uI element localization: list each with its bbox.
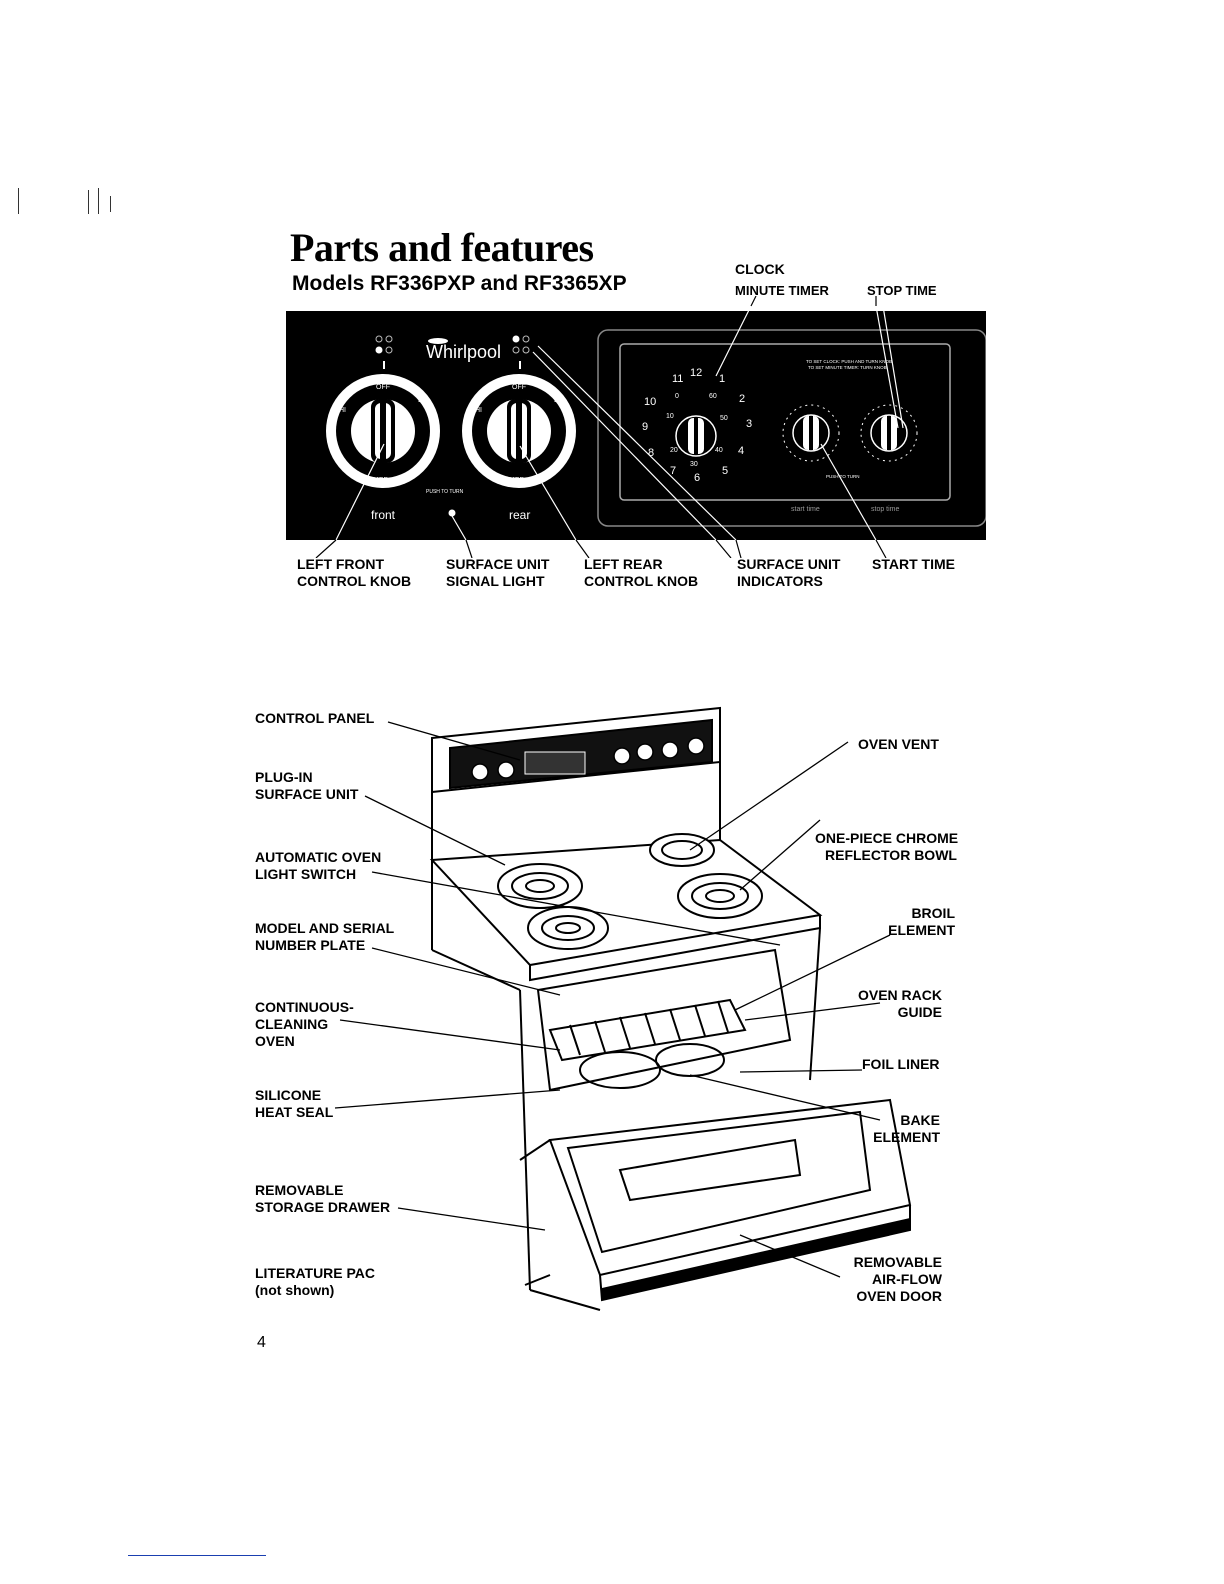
knob-lo-label: LO (554, 397, 564, 404)
scan-mark (110, 196, 111, 212)
timer-40: 40 (715, 447, 723, 454)
knob-off-label: OFF (512, 384, 526, 391)
clock-hour-1: 1 (719, 373, 725, 385)
range-illustration (429, 706, 912, 1311)
surface-unit-signal-light (448, 509, 456, 517)
callout-start-time: START TIME (872, 556, 955, 572)
push-to-turn-small: PUSH TO TURN (826, 474, 860, 479)
scan-mark (98, 188, 99, 214)
clock-hour-6: 6 (694, 472, 700, 484)
stop-time-dial (860, 404, 918, 462)
callout-clock: CLOCK (735, 261, 785, 277)
footer-rule (128, 1555, 266, 1556)
clock-hour-4: 4 (738, 445, 744, 457)
page-number: 4 (257, 1334, 266, 1351)
clock-hour-10: 10 (644, 396, 656, 408)
rear-label: rear (509, 508, 530, 522)
callout-literature-pac: LITERATURE PAC(not shown) (255, 1265, 376, 1298)
callout-foil-liner: FOIL LINER (862, 1056, 940, 1072)
scan-mark (88, 190, 89, 214)
front-label: front (371, 508, 396, 522)
left-front-control-knob: OFF LO MED HI (326, 374, 440, 488)
timer-20: 20 (670, 447, 678, 454)
knob-med-label: MED (509, 477, 525, 484)
indicator-dot-on (512, 335, 520, 343)
surface-unit-indicators-left (375, 335, 393, 354)
knob-lo-label: LO (418, 397, 428, 404)
clock-hour-7: 7 (670, 465, 676, 477)
page-subtitle: Models RF336PXP and RF3365XP (292, 272, 627, 295)
knob-hi-label: HI (339, 407, 346, 414)
stop-time-panel-label: stop time (871, 506, 900, 513)
callout-minute-timer: MINUTE TIMER (735, 283, 829, 298)
callout-oven-vent: OVEN VENT (858, 736, 939, 752)
knob-hi-label: HI (475, 407, 482, 414)
callout-stop-time: STOP TIME (867, 283, 937, 298)
timer-0: 0 (675, 393, 679, 400)
clock-hour-12: 12 (690, 367, 702, 379)
brand-emblem (428, 338, 448, 344)
clock-hour-3: 3 (746, 418, 752, 430)
indicator-dot-on (375, 346, 383, 354)
start-time-dial (782, 404, 840, 462)
start-time-panel-label: start time (791, 506, 820, 513)
callout-control-panel: CONTROL PANEL (255, 710, 375, 726)
brand-logo: Whirlpool (426, 342, 501, 362)
left-rear-control-knob: OFF LO MED HI (462, 374, 576, 488)
clock-hour-11: 11 (672, 373, 683, 385)
timer-10: 10 (666, 413, 674, 420)
knob-med-label: MED (373, 477, 389, 484)
clock-instruction-2: TO SET MINUTE TIMER: TURN KNOB (808, 365, 887, 370)
timer-60: 60 (709, 393, 717, 400)
clock-hour-9: 9 (642, 421, 648, 433)
control-panel-illustration: Whirlpool OFF LO MED HI OFF LO MED HI PU… (286, 306, 986, 540)
push-to-turn-label: PUSH TO TURN (426, 489, 464, 495)
clock-hour-2: 2 (739, 393, 745, 405)
clock-minute-timer-dial: 11 12 1 2 3 4 5 6 7 8 9 10 0 10 20 30 40… (642, 367, 752, 484)
clock-hour-8: 8 (648, 447, 654, 459)
scan-mark (18, 188, 19, 214)
clock-instruction-1: TO SET CLOCK: PUSH AND TURN KNOB (806, 359, 892, 364)
clock-hour-5: 5 (722, 465, 728, 477)
page-title: Parts and features (290, 225, 594, 270)
range-callout-lines (334, 721, 891, 1278)
panel-callout-lines (315, 296, 887, 558)
timer-30: 30 (690, 461, 698, 468)
knob-off-label: OFF (376, 384, 390, 391)
timer-50: 50 (720, 415, 728, 422)
